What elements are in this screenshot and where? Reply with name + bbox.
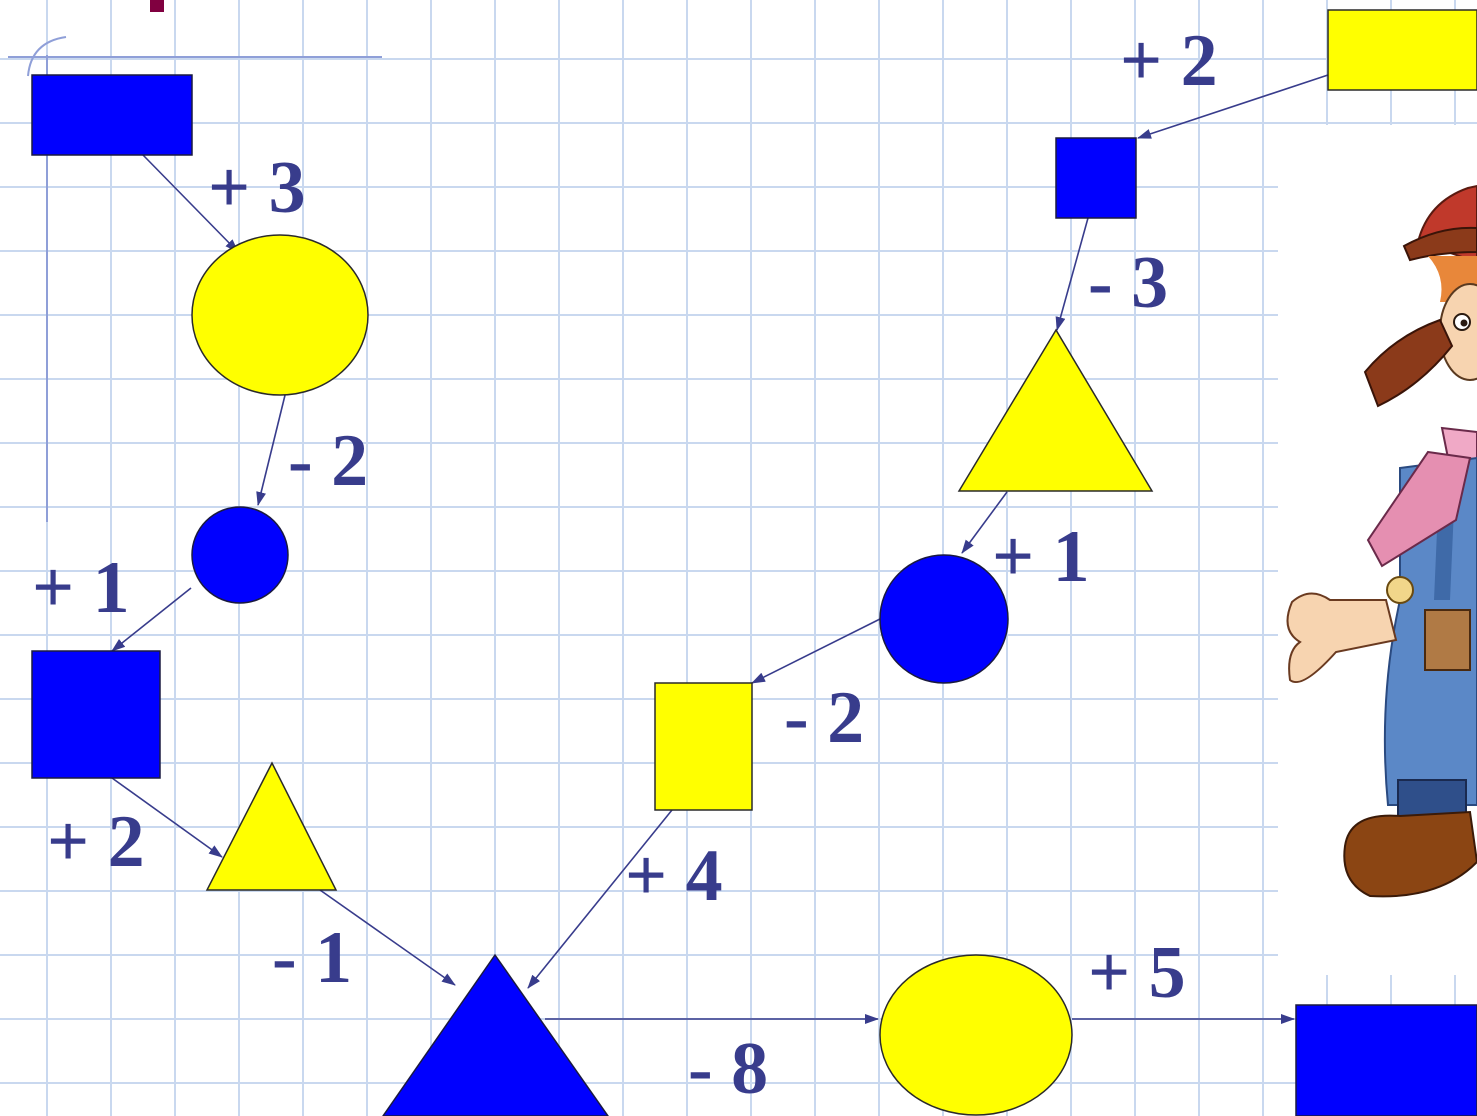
arrow-8: [961, 491, 1008, 554]
yellow-rectangle-top: [1327, 9, 1477, 91]
operation-label: + 3: [208, 147, 306, 229]
operation-label: - 3: [1088, 242, 1168, 324]
arrows: [111, 74, 1329, 1024]
yellow-rectangle-tall: [654, 682, 753, 811]
blue-triangle-large: [382, 953, 609, 1116]
blue-rectangle-start: [31, 74, 193, 156]
shapes: [31, 9, 1477, 1116]
hat-brim: [1402, 226, 1477, 262]
cartoon-character: [1278, 125, 1477, 975]
operation-label: + 4: [625, 835, 723, 917]
operation-label: - 1: [272, 917, 352, 999]
title-fragment: [150, 0, 164, 12]
pupil: [1460, 319, 1468, 327]
shirt-sleeve: [1366, 450, 1472, 568]
arrow-9: [1055, 217, 1089, 331]
arrow-1: [142, 154, 239, 253]
operation-label: - 8: [688, 1028, 768, 1110]
yellow-ellipse-bottom: [879, 954, 1073, 1116]
blue-square-small: [1055, 137, 1137, 219]
arrow-3: [111, 587, 192, 652]
operation-label: + 2: [47, 801, 145, 883]
blue-square: [31, 650, 161, 779]
operation-label: - 2: [784, 677, 864, 759]
operation-label: + 1: [992, 516, 1090, 598]
collar: [1440, 426, 1477, 464]
yellow-ellipse: [191, 234, 369, 396]
arrow-4: [111, 777, 223, 858]
arrow-2: [256, 382, 289, 506]
operation-label: + 2: [1120, 20, 1218, 102]
arrow-10: [1137, 74, 1329, 139]
arrow-7: [751, 618, 881, 684]
arrow-6: [527, 809, 673, 989]
blue-rectangle-end: [1295, 1004, 1477, 1116]
operation-label: - 2: [288, 420, 368, 502]
operation-label: + 5: [1088, 932, 1186, 1014]
blue-circle-large: [879, 554, 1009, 684]
tool-pocket: [1424, 609, 1471, 671]
yellow-triangle-small: [205, 761, 338, 891]
arrow-5: [319, 889, 456, 986]
decoration-curve: [27, 36, 67, 77]
hat-flap: [1363, 318, 1454, 408]
sleeve-badge: [1386, 576, 1414, 604]
blue-circle-small: [191, 506, 289, 604]
operation-label: + 1: [32, 547, 130, 629]
operation-labels: + 3 - 2 + 1 + 2 - 1 + 4 - 2 + 1 - 3 + 2 …: [32, 20, 1218, 1110]
yellow-triangle-large: [957, 328, 1154, 492]
shoe: [1343, 810, 1477, 898]
hand: [1286, 592, 1398, 683]
